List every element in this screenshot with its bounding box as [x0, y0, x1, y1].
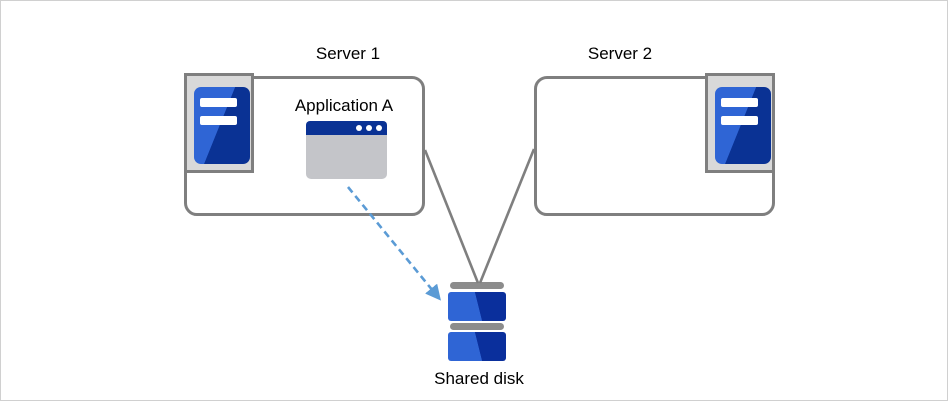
server-slot-bar — [721, 98, 758, 107]
server-icon — [705, 73, 775, 173]
server-tower-icon — [715, 87, 771, 164]
window-titlebar — [306, 121, 387, 135]
disk-top-bar — [450, 282, 504, 289]
window-buttons-icon — [356, 125, 382, 131]
server-slot-bar — [200, 98, 237, 107]
connector-server2-to-disk — [478, 148, 536, 284]
server-slot-bar — [721, 116, 758, 125]
disk-icon — [448, 282, 506, 362]
application-label: Application A — [294, 96, 394, 115]
disk-platter — [448, 292, 506, 321]
server-icon — [184, 73, 254, 173]
server1-label: Server 1 — [315, 44, 381, 63]
disk-top-bar — [450, 323, 504, 330]
server-slot-bar — [200, 116, 237, 125]
disk-platter — [448, 332, 506, 361]
shared-disk-label: Shared disk — [434, 369, 524, 388]
server2-label: Server 2 — [587, 44, 653, 63]
app-window-icon — [306, 121, 387, 179]
window-body — [306, 135, 387, 179]
server-tower-icon — [194, 87, 250, 164]
connector-server1-to-disk — [423, 149, 480, 284]
